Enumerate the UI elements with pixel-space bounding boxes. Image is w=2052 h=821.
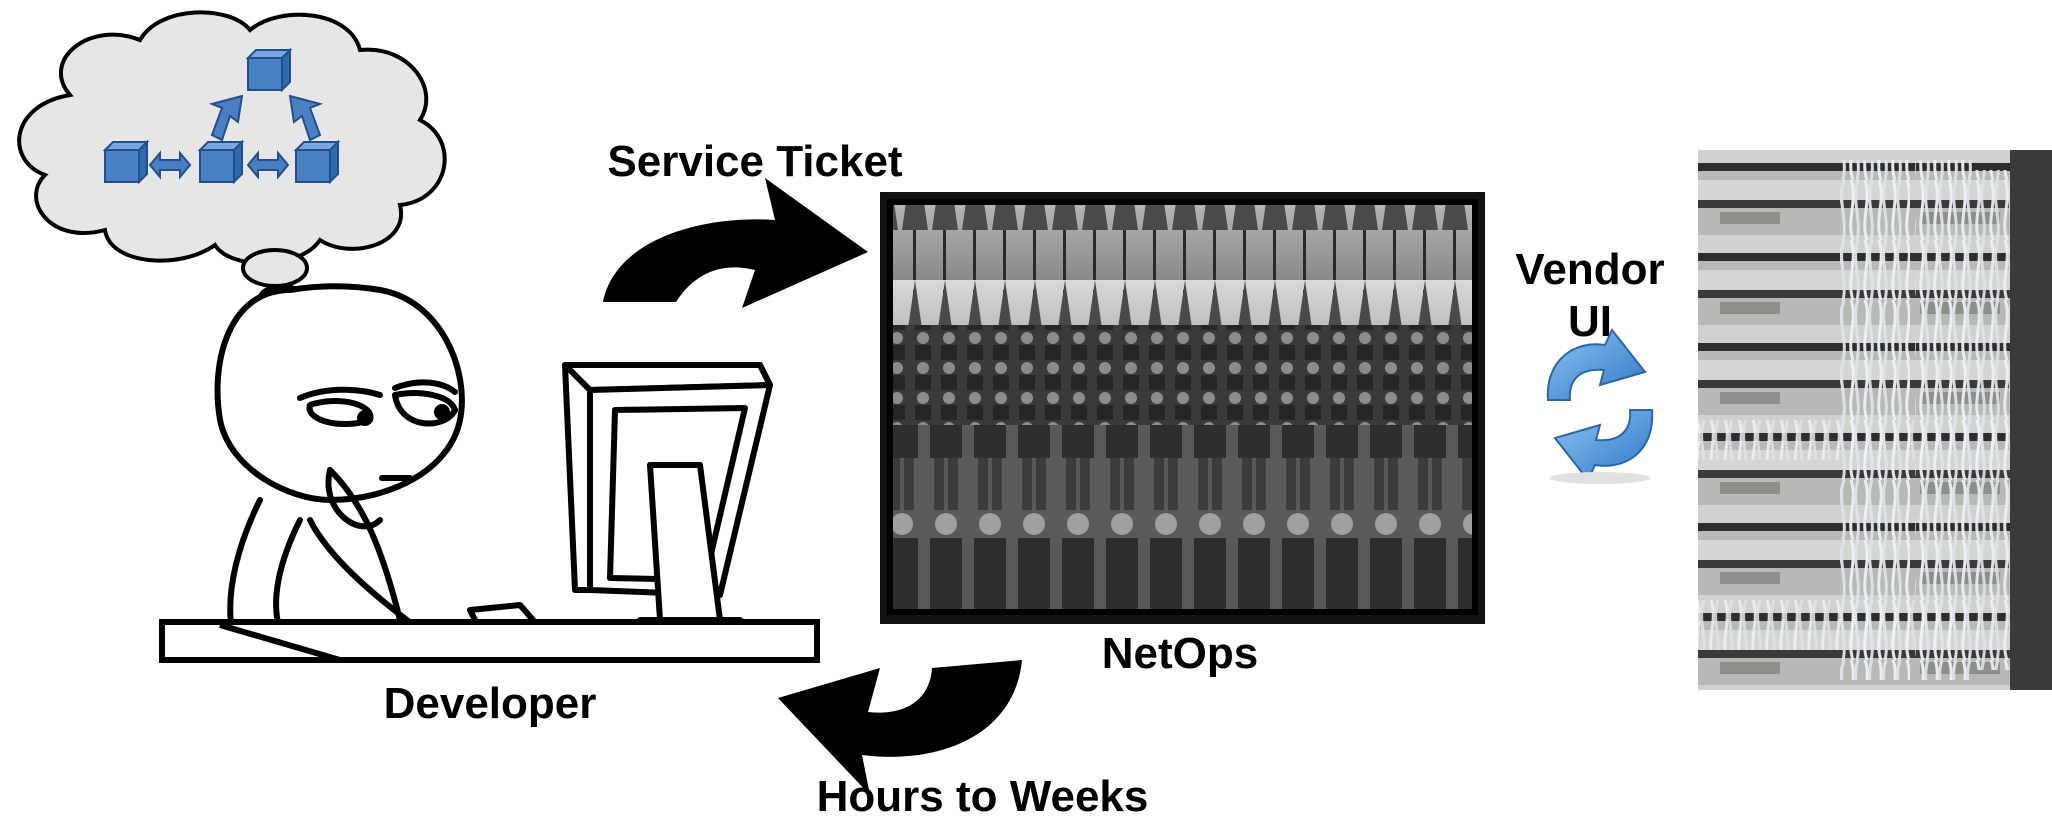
cube-network-icon [102,47,341,185]
netops-label: NetOps [1101,629,1259,678]
developer-figure [214,283,465,633]
curved-arrow-left [778,660,1022,795]
vendor-ui-label: Vendor UI [1490,244,1690,348]
vendor-label-line1: Vendor [1515,245,1665,294]
vendor-label-line2: UI [1568,297,1612,346]
hours-to-weeks-label: Hours to Weeks [816,772,1149,821]
desk [159,619,820,663]
computer-monitor [467,362,773,648]
developer-label: Developer [383,679,597,728]
curved-arrow-right [603,178,868,308]
service-ticket-label: Service Ticket [607,137,903,186]
